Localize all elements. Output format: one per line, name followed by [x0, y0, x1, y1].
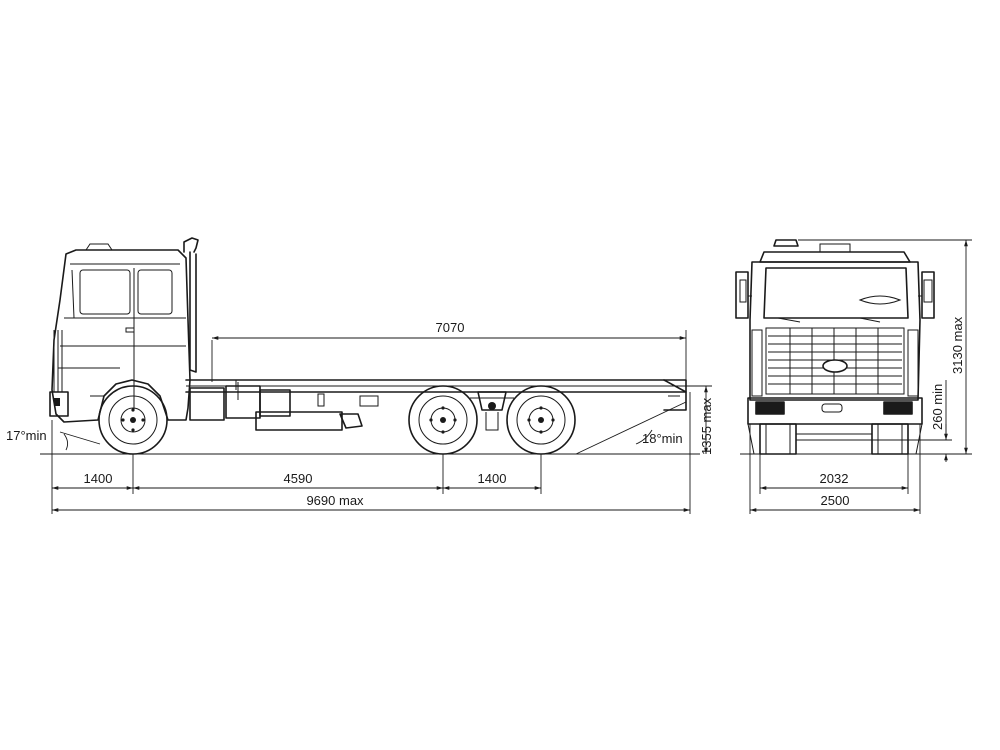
side-view-truck: [40, 237, 700, 455]
headlight-left: [755, 401, 785, 415]
dim-overall-width: 2500: [821, 493, 850, 508]
front-wheel-left: [759, 423, 797, 455]
front-view-truck: [735, 239, 935, 455]
side-dimensions: 7070 1400 4590 1400 9690 max 1355 max 17…: [6, 320, 714, 514]
dim-bogie-spacing: 1400: [478, 471, 507, 486]
headlight-right: [883, 401, 913, 415]
dim-frame-length: 7070: [436, 320, 465, 335]
rear-wheel-2: [506, 385, 576, 455]
dim-overall-height: 3130 max: [950, 316, 965, 374]
front-wheel-right: [871, 423, 909, 455]
brand-emblem: [822, 359, 848, 373]
dim-front-overhang: 1400: [84, 471, 113, 486]
cab: [49, 237, 199, 423]
dim-overall-length: 9690 max: [306, 493, 364, 508]
dim-frame-height: 1355 max: [699, 397, 714, 455]
rear-wheel-1: [408, 385, 478, 455]
front-dimensions: 2032 2500 3130 max 260 min: [749, 239, 972, 514]
dim-track-width: 2032: [820, 471, 849, 486]
dim-departure-angle: 18°min: [642, 431, 683, 446]
front-wheel: [98, 385, 168, 455]
roof-beacon: [773, 239, 799, 247]
dim-approach-angle: 17°min: [6, 428, 47, 443]
dim-wheelbase: 4590: [284, 471, 313, 486]
bogie-suspension: [470, 391, 514, 431]
dim-ground-clearance: 260 min: [930, 384, 945, 430]
